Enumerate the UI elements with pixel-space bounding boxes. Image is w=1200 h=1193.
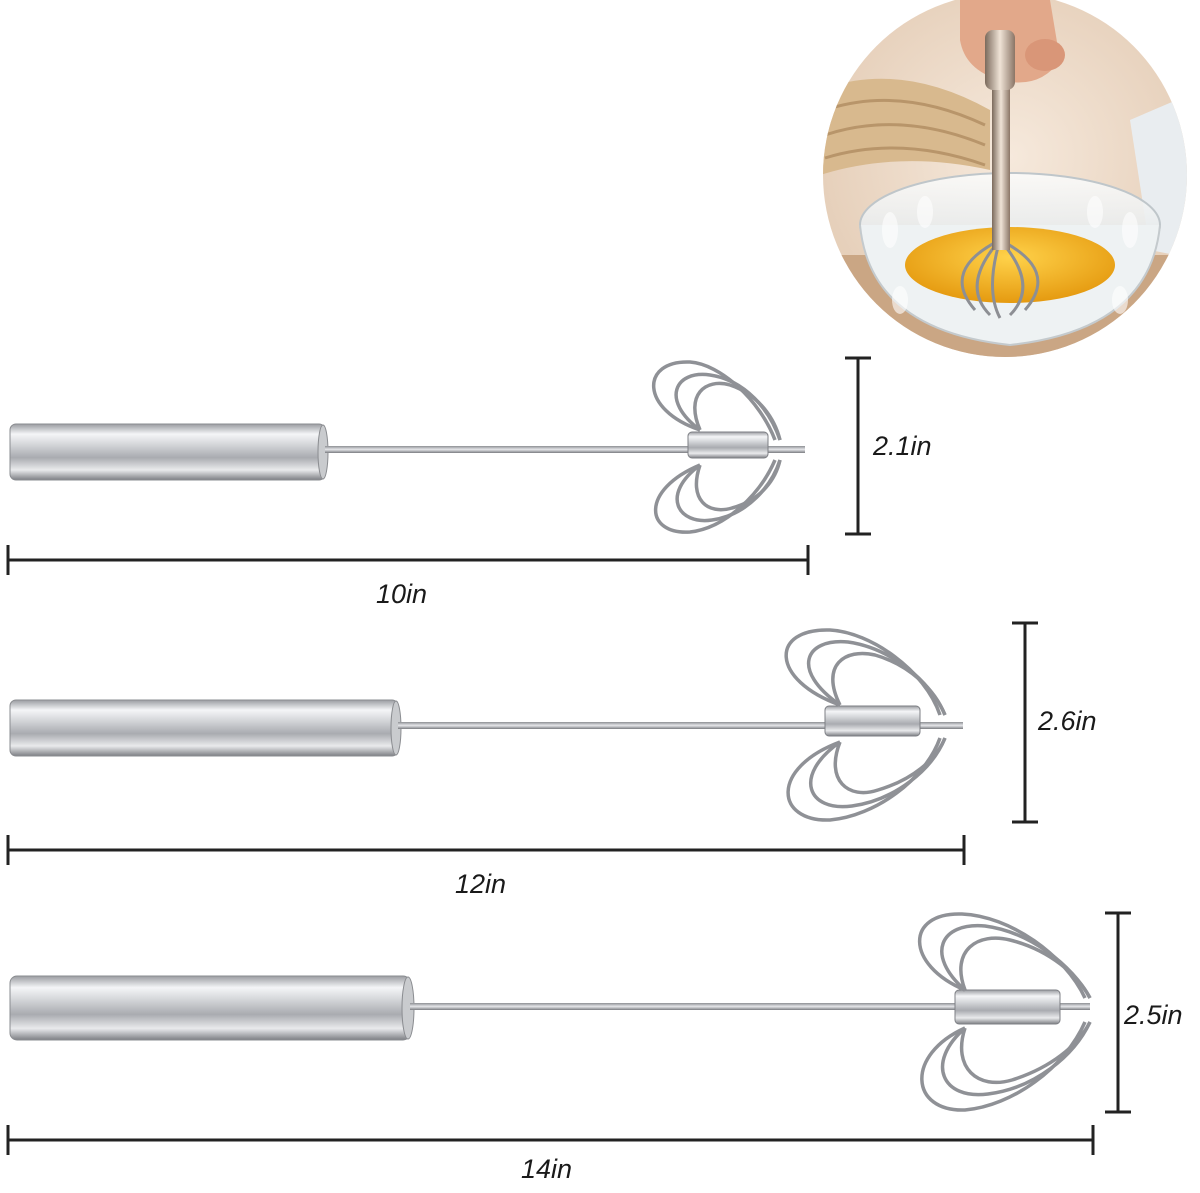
- dimension-lines: [6, 356, 1131, 1155]
- length-label-medium: 12in: [455, 869, 507, 899]
- whisk-illustration: [9, 912, 1092, 1112]
- height-label-large: 2.5in: [1124, 1000, 1183, 1030]
- height-label-small: 2.1in: [873, 431, 932, 461]
- length-label-small: 10in: [376, 579, 428, 609]
- length-label-large: 14in: [521, 1154, 573, 1184]
- height-label-medium: 2.6in: [1038, 706, 1097, 736]
- whisk-illustration: [9, 360, 805, 534]
- bowl-photo: [823, 0, 1187, 357]
- whisk-illustration: [9, 628, 963, 822]
